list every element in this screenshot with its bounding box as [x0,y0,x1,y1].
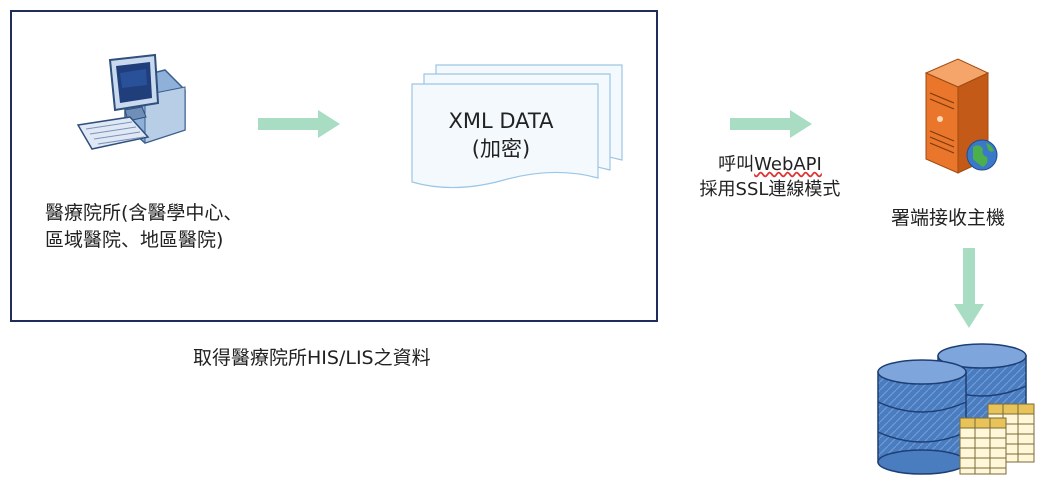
hospital-label-line2: 區域醫院、地區醫院) [45,229,224,251]
server-icon [924,58,998,174]
xml-data-label: XML DATA (加密) [418,107,584,163]
frame-caption: 取得醫療院所HIS/LIS之資料 [193,347,431,369]
arrow-down-icon [954,248,984,328]
database-icon [877,343,1035,475]
api-label-prefix: 呼叫 [718,154,755,175]
xml-data-line1: XML DATA [448,109,554,133]
api-label-line2: 採用SSL連線模式 [699,179,841,200]
xml-data-line2: (加密) [471,137,531,161]
hospital-system-frame [10,10,658,322]
document-stack-icon [411,64,623,189]
hospital-label: 醫療院所(含醫學中心、 區域醫院、地區醫院) [45,200,242,254]
api-label-line1: 呼叫WebAPI [680,152,860,177]
arrow-right-icon-2 [730,110,812,138]
arrow-right-icon [258,110,340,138]
api-label: 呼叫WebAPI 採用SSL連線模式 [680,152,860,202]
hospital-label-line1: 醫療院所(含醫學中心、 [45,202,243,224]
webapi-text: WebAPI [754,154,822,175]
computer-icon [76,53,186,150]
server-label: 署端接收主機 [891,207,1006,229]
